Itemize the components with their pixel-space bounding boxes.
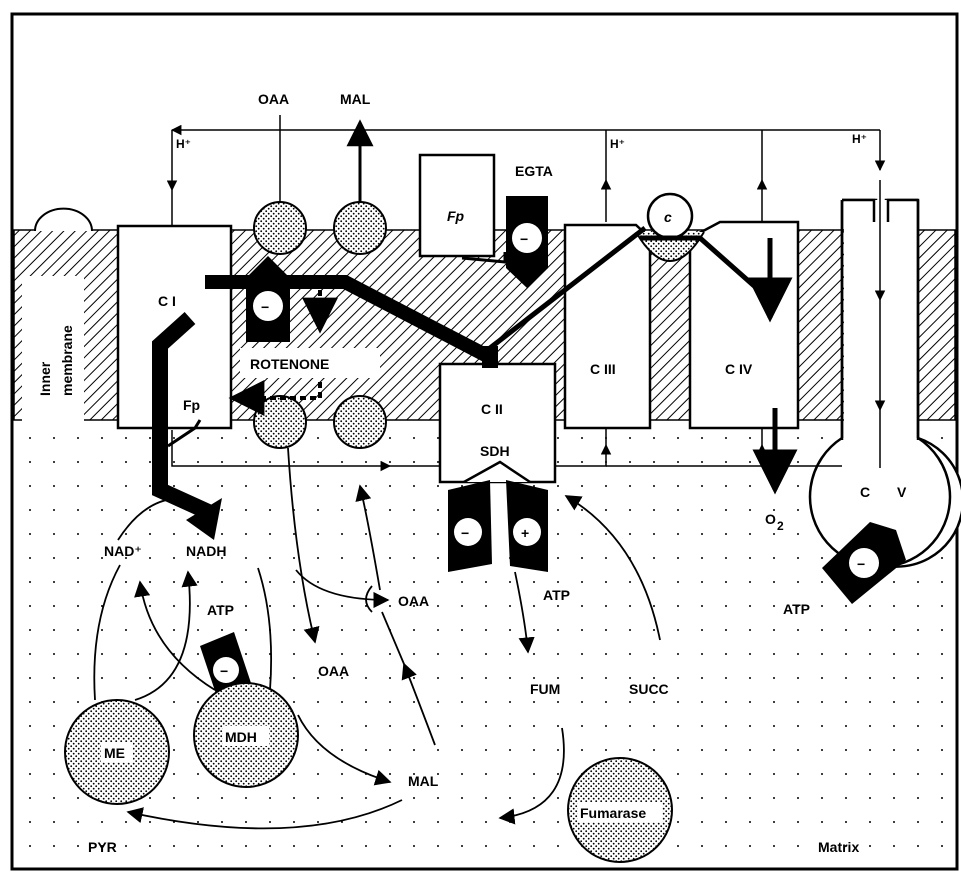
succ-to-sdh-arrow	[564, 495, 661, 641]
oaa-mid-label: OAA	[398, 593, 429, 609]
nadh-to-ci-flow	[152, 312, 219, 523]
mal-in-arrow	[355, 484, 381, 591]
h-plus-left: H⁺	[176, 137, 191, 151]
svg-text:−: −	[261, 299, 269, 315]
membrane-bump	[34, 207, 93, 232]
nadh-label: NADH	[186, 543, 226, 559]
nad-to-nadh-arc	[117, 497, 196, 541]
mal-rise-arrow	[401, 662, 436, 746]
sdh-label: SDH	[480, 443, 510, 459]
mdh-to-mal-arrow	[297, 714, 392, 786]
complex-five-top-left	[842, 198, 876, 222]
h-plus-ciii: H⁺	[610, 137, 625, 151]
oaa-out-arrow	[287, 447, 320, 644]
mal-bottom-label: MAL	[408, 773, 439, 789]
complex-one-label: C I	[158, 293, 176, 309]
oaa-top-label: OAA	[258, 91, 289, 107]
atp-sdh-label: ATP	[543, 587, 570, 603]
svg-text:−: −	[857, 556, 865, 572]
svg-text:−: −	[520, 231, 528, 247]
mdh-nadh-loop	[257, 567, 273, 691]
pyr-label: PYR	[88, 839, 117, 855]
oxygen-label: O	[765, 511, 776, 527]
inner-membrane-label-box	[22, 276, 84, 421]
fum-to-fumarase-arrow	[498, 727, 565, 825]
svg-text:−: −	[220, 663, 228, 679]
sdh-inhibitor-minus: −	[448, 480, 492, 572]
oxygen-subscript: 2	[777, 519, 784, 533]
nadh-flow-arrowhead	[186, 498, 222, 540]
nad-plus-label: NAD⁺	[104, 543, 142, 559]
mal-rise-stem	[381, 611, 405, 665]
oaa-low-label: OAA	[318, 663, 349, 679]
complex-three-label: C III	[590, 361, 616, 377]
oaa-cross-arrow	[295, 569, 390, 609]
me-nad-loop	[93, 564, 121, 701]
me-nadh-loop	[134, 570, 198, 701]
rotenone-label-box	[240, 348, 380, 378]
fp-glycerophosphate-box	[418, 153, 496, 258]
rotenone-label: ROTENONE	[250, 356, 329, 372]
complex-five-v-label: V	[897, 484, 907, 500]
electron-junction	[482, 346, 498, 368]
fumarase-label: Fumarase	[580, 805, 646, 821]
electron-flow-ciii-to-civ	[640, 235, 772, 302]
mdh-label-bg	[223, 726, 269, 746]
cv-atp-inhibitor: −	[822, 522, 906, 604]
egta-label: EGTA	[515, 163, 553, 179]
mdh-nad-loop	[134, 580, 216, 691]
complex-one-fp-label: Fp	[183, 397, 200, 413]
oaa-translocator-top	[253, 201, 307, 255]
svg-text:−: −	[461, 525, 469, 541]
rotenone-inhibitor: −	[246, 256, 290, 342]
succ-label: SUCC	[629, 681, 669, 697]
inner-membrane-label-line2: membrane	[59, 325, 75, 396]
mal-translocator-top	[333, 201, 387, 255]
complex-four-label: C IV	[725, 361, 753, 377]
sdh-notch	[463, 460, 531, 484]
atp-cv-label: ATP	[783, 601, 810, 617]
mal-to-pyr-arrow	[126, 799, 403, 830]
me-label: ME	[104, 745, 125, 761]
electron-flow-fp-to-cii	[461, 252, 507, 264]
mal-top-label: MAL	[340, 91, 371, 107]
rotenone-dashed-left	[228, 380, 322, 416]
cytochrome-c-label: c	[664, 209, 672, 225]
mal-translocator-bottom	[333, 395, 387, 449]
sdh-activator-plus: +	[506, 480, 548, 572]
matrix-label: Matrix	[818, 839, 859, 855]
fp-ci-connector	[167, 419, 202, 448]
oaa-translocator-bottom	[253, 395, 307, 449]
sdh-to-fum-arrow	[514, 571, 535, 654]
fp-top-label: Fp	[447, 208, 465, 224]
me-label-bg	[101, 742, 133, 762]
complex-five-c-label: C	[860, 484, 870, 500]
fum-label: FUM	[530, 681, 560, 697]
atp-mdh-label: ATP	[207, 602, 234, 618]
complex-five-top-right	[886, 198, 918, 222]
inner-membrane-label-line1: Inner	[37, 361, 53, 396]
mdh-label: MDH	[225, 729, 257, 745]
fumarase-label-bg	[578, 802, 662, 822]
oaa-crossover-bump	[365, 585, 373, 613]
complex-four-box	[688, 220, 800, 430]
egta-inhibitor: −	[506, 196, 548, 288]
svg-text:+: +	[521, 525, 529, 541]
complex-two-label: C II	[481, 401, 503, 417]
h-plus-cv: H⁺	[852, 132, 867, 146]
